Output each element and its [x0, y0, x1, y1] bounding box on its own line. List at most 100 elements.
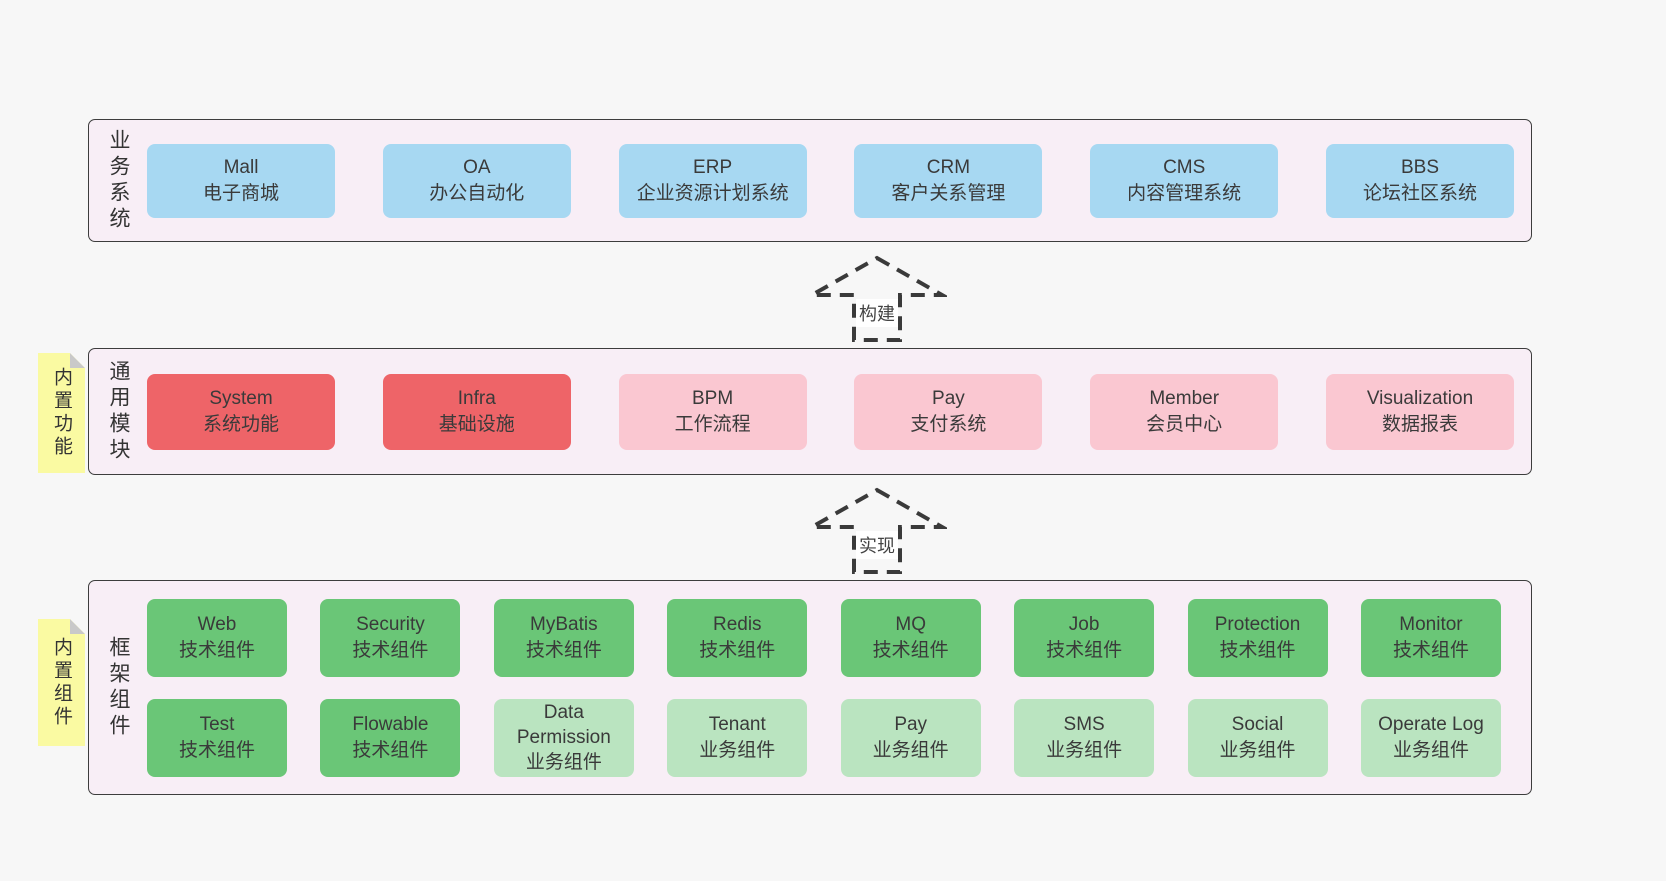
- box-subtitle: 技术组件: [352, 639, 429, 661]
- component-box-erp: ERP 企业资源计划系统: [618, 143, 807, 218]
- box-subtitle: 电子商城: [202, 182, 279, 204]
- box-title: Operate Log: [1378, 714, 1484, 736]
- box-title: MyBatis: [530, 614, 598, 636]
- component-box-tenant: Tenant 业务组件: [667, 698, 808, 777]
- box-title: Social: [1231, 714, 1284, 736]
- box-title: Member: [1149, 388, 1220, 410]
- box-subtitle: 业务组件: [699, 739, 776, 761]
- component-box-data-permission: Data Permission 业务组件: [493, 698, 634, 777]
- sticky-label: 内置功能: [51, 367, 72, 459]
- box-title: Mall: [223, 157, 259, 179]
- box-subtitle: 内容管理系统: [1127, 182, 1242, 204]
- box-title: ERP: [693, 157, 733, 179]
- box-title: Protection: [1214, 614, 1301, 636]
- component-box-flowable: Flowable 技术组件: [320, 698, 461, 777]
- box-title: Job: [1068, 614, 1100, 636]
- box-row: Mall 电子商城 OA 办公自动化 ERP 企业资源计划系统 CRM 客户关系管理 CMS 内容…: [147, 143, 1514, 218]
- component-box-visualization: Visualization 数据报表: [1325, 373, 1514, 450]
- box-title: Test: [199, 714, 235, 736]
- box-title: Security: [356, 614, 425, 636]
- arrow-label: 实现: [856, 531, 898, 559]
- component-box-infra: Infra 基础设施: [382, 373, 571, 450]
- box-title: CRM: [926, 157, 971, 179]
- component-box-mall: Mall 电子商城: [147, 143, 335, 218]
- box-subtitle: 业务组件: [1219, 739, 1296, 761]
- build-arrow: 构建: [807, 255, 947, 343]
- box-subtitle: 技术组件: [1219, 639, 1296, 661]
- box-title: BBS: [1400, 157, 1439, 179]
- box-subtitle: 技术组件: [1392, 639, 1469, 661]
- component-box-member: Member 会员中心: [1090, 373, 1279, 450]
- box-title: Redis: [712, 614, 762, 636]
- box-title: Infra: [457, 388, 496, 410]
- component-box-mybatis: MyBatis 技术组件: [493, 598, 634, 677]
- component-box-web: Web 技术组件: [147, 598, 287, 677]
- box-row: System 系统功能 Infra 基础设施 BPM 工作流程 Pay 支付系统 Member 会…: [147, 373, 1514, 450]
- implement-arrow: 实现: [807, 487, 947, 575]
- box-title: MQ: [895, 614, 926, 636]
- component-box-crm: CRM 客户关系管理: [854, 143, 1043, 218]
- section-boxes: Mall 电子商城 OA 办公自动化 ERP 企业资源计划系统 CRM 客户关系管理 CMS 内容…: [147, 120, 1514, 241]
- sticky-note-builtin-components: 内置组件: [38, 619, 85, 746]
- box-subtitle: 数据报表: [1381, 413, 1458, 435]
- box-title: Tenant: [708, 714, 766, 736]
- component-box-pay: Pay 支付系统: [854, 373, 1043, 450]
- box-subtitle: 会员中心: [1146, 413, 1223, 435]
- box-title: Web: [197, 614, 237, 636]
- component-box-security: Security 技术组件: [320, 598, 461, 677]
- section-label: 业务系统: [107, 128, 130, 233]
- sticky-label: 内置组件: [51, 636, 72, 729]
- box-subtitle: 业务组件: [1392, 739, 1469, 761]
- component-box-bpm: BPM 工作流程: [618, 373, 807, 450]
- box-title: Flowable: [352, 714, 429, 736]
- box-subtitle: 系统功能: [202, 413, 279, 435]
- box-title: OA: [463, 157, 491, 179]
- component-box-system: System 系统功能: [147, 373, 335, 450]
- box-title: Visualization: [1366, 388, 1474, 410]
- box-subtitle: 支付系统: [910, 413, 987, 435]
- section-label: 框架组件: [107, 635, 130, 740]
- box-subtitle: 论坛社区系统: [1362, 182, 1477, 204]
- box-subtitle: 办公自动化: [429, 182, 525, 204]
- box-subtitle: 企业资源计划系统: [636, 182, 789, 204]
- box-subtitle: 技术组件: [178, 639, 255, 661]
- component-box-cms: CMS 内容管理系统: [1090, 143, 1279, 218]
- section-label: 通用模块: [107, 359, 130, 464]
- sticky-note-builtin-features: 内置功能: [38, 353, 85, 473]
- box-title: Monitor: [1399, 614, 1463, 636]
- box-title: Data Permission: [516, 701, 611, 748]
- box-title: BPM: [692, 388, 734, 410]
- box-subtitle: 技术组件: [1046, 639, 1123, 661]
- box-subtitle: 技术组件: [178, 739, 255, 761]
- up-arrow-icon: [807, 255, 947, 342]
- section-common-modules: 通用模块 System 系统功能 Infra 基础设施 BPM 工作流程 Pay 支付系统 Me…: [88, 348, 1532, 475]
- component-box-operate-log: Operate Log 业务组件: [1360, 698, 1501, 777]
- component-box-social: Social 业务组件: [1187, 698, 1328, 777]
- arrow-label: 构建: [856, 299, 898, 327]
- box-subtitle: 技术组件: [699, 639, 776, 661]
- component-box-protection: Protection 技术组件: [1187, 598, 1328, 677]
- up-arrow-icon: [807, 487, 947, 574]
- box-subtitle: 技术组件: [525, 639, 602, 661]
- section-business-systems: 业务系统 Mall 电子商城 OA 办公自动化 ERP 企业资源计划系统 CRM 客户关系管理…: [88, 119, 1532, 242]
- component-box-monitor: Monitor 技术组件: [1360, 598, 1501, 677]
- box-subtitle: 业务组件: [872, 739, 949, 761]
- box-subtitle: 工作流程: [674, 413, 751, 435]
- box-title: CMS: [1163, 157, 1206, 179]
- component-box-redis: Redis 技术组件: [667, 598, 808, 677]
- box-title: System: [209, 388, 273, 410]
- box-subtitle: 基础设施: [438, 413, 515, 435]
- folded-corner-icon: [70, 619, 85, 634]
- box-title: Pay: [932, 388, 965, 410]
- section-boxes: System 系统功能 Infra 基础设施 BPM 工作流程 Pay 支付系统 Member 会…: [147, 349, 1514, 474]
- box-subtitle: 业务组件: [525, 752, 602, 774]
- component-box-test: Test 技术组件: [147, 698, 287, 777]
- box-subtitle: 技术组件: [352, 739, 429, 761]
- box-subtitle: 客户关系管理: [891, 182, 1006, 204]
